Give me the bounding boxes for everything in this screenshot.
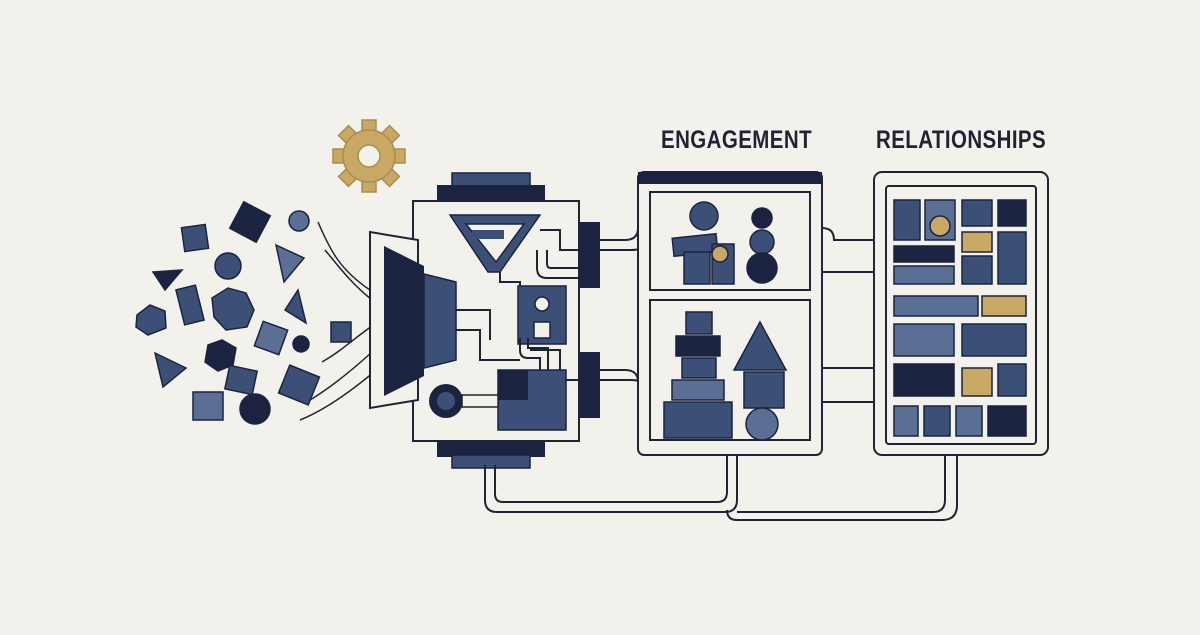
raw-square <box>228 200 272 244</box>
raw-circle <box>239 393 271 425</box>
bridge-connectors <box>726 227 958 521</box>
raw-square <box>253 320 289 356</box>
raw-triangle <box>153 351 188 389</box>
raw-triangle <box>283 288 308 325</box>
relationships-panel <box>873 171 1049 456</box>
scattered-shapes <box>135 200 352 425</box>
raw-square <box>192 391 224 421</box>
raw-triangle <box>151 269 184 292</box>
intake-flow-lines <box>299 221 375 421</box>
raw-pentagon <box>135 304 167 336</box>
raw-square <box>330 321 352 343</box>
engagement-label: ENGAGEMENT <box>661 126 813 154</box>
raw-square <box>277 364 321 406</box>
raw-square <box>223 364 259 396</box>
raw-circle <box>214 252 242 280</box>
raw-blob <box>204 339 237 372</box>
gear-icon <box>332 119 406 193</box>
engagement-stack-figures <box>663 311 788 441</box>
raw-square <box>180 223 210 253</box>
engagement-group-figures <box>671 201 778 285</box>
engagement-panel <box>637 171 823 456</box>
raw-triangle <box>274 243 306 284</box>
raw-circle <box>292 335 310 353</box>
raw-circle <box>288 210 310 232</box>
relationship-grid <box>893 199 1027 437</box>
processing-machine <box>369 172 600 469</box>
raw-bar <box>175 284 205 326</box>
relationships-label: RELATIONSHIPS <box>876 126 1047 154</box>
raw-blob <box>211 287 255 331</box>
